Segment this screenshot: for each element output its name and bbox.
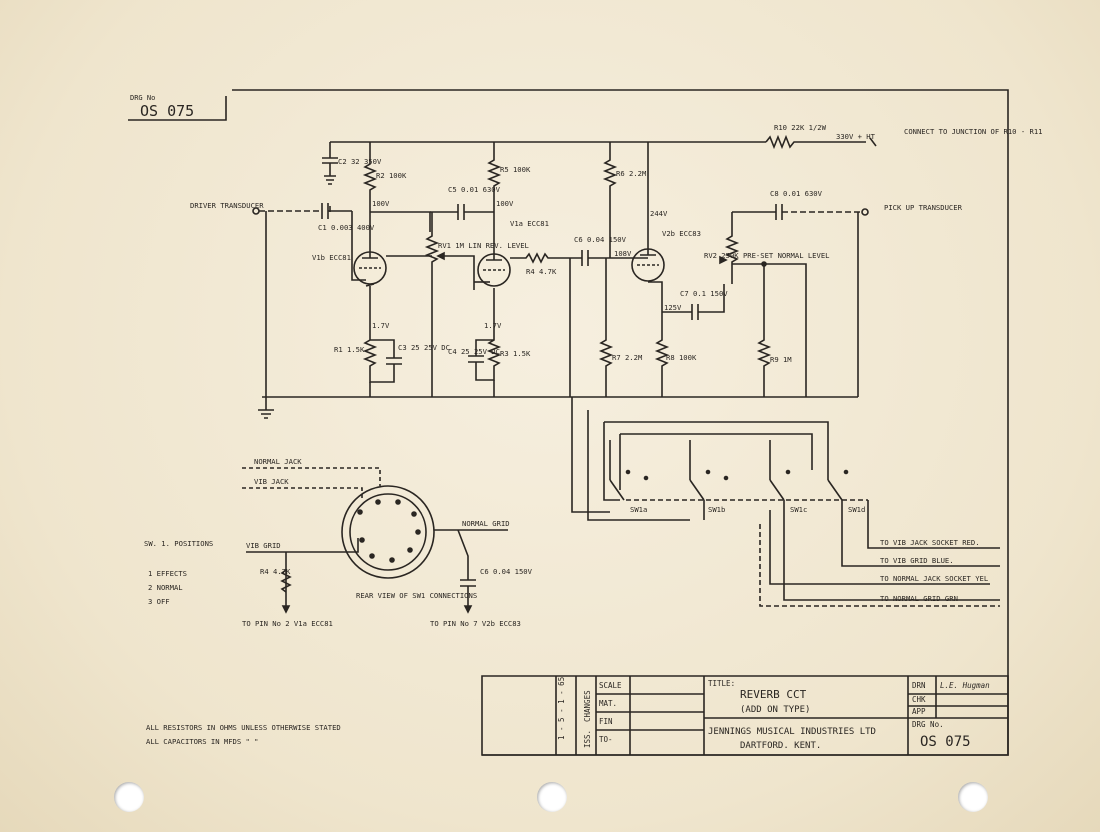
switch-wiring (571, 397, 1000, 607)
sw1c-label: SW1c (790, 505, 807, 514)
output-vib-jack: TO VIB JACK SOCKET RED. (880, 538, 980, 547)
chk-label: CHK (912, 695, 926, 704)
r6-label: R6 2.2M (616, 169, 647, 178)
note-resistors: ALL RESISTORS IN OHMS UNLESS OTHERWISE S… (146, 723, 341, 732)
rear-c6-label: C6 0.04 150V (480, 567, 533, 576)
r6-voltage: 244V (650, 209, 668, 218)
r5-label: R5 100K (500, 165, 531, 174)
sw1d-label: SW1d (848, 505, 865, 514)
vib-jack-label: VIB JACK (254, 477, 289, 486)
to-pin-7-label: TO PIN No 7 V2b ECC83 (430, 619, 521, 628)
v2b-label: V2b ECC83 (662, 229, 701, 238)
sw-position-3: 3 OFF (148, 597, 170, 606)
main-wiring (252, 134, 877, 419)
vib-grid-label: VIB GRID (246, 541, 281, 550)
rear-r4-label: R4 4.7K (260, 567, 291, 576)
v1b-label: V1b ECC81 (312, 253, 351, 262)
rv1-label: RV1 1M LIN REV. LEVEL (438, 241, 529, 250)
c7-label: C7 0.1 150V (680, 289, 728, 298)
r8-label: R8 100K (666, 353, 697, 362)
to-label: TO- (599, 735, 613, 744)
normal-jack-label: NORMAL JACK (254, 457, 302, 466)
c2-label: C2 32 350V (338, 157, 382, 166)
punch-hole-center (537, 782, 567, 812)
drawing-number-box: DRG No OS 075 (128, 94, 227, 121)
output-vib-grid: TO VIB GRID BLUE. (880, 556, 954, 565)
iss-label: ISS. (583, 730, 592, 748)
app-label: APP (912, 707, 926, 716)
c8-label: C8 0.01 630V (770, 189, 823, 198)
sw-position-2: 2 NORMAL (148, 583, 183, 592)
issue-date: 1 - 5 - 1 - 65 (557, 677, 566, 740)
title-block (481, 675, 1009, 756)
normal-grid-label: NORMAL GRID (462, 519, 510, 528)
rv2-label: RV2 250K PRE-SET NORMAL LEVEL (704, 251, 830, 260)
sw-position-1: 1 EFFECTS (148, 569, 187, 578)
pickup-transducer-label: PICK UP TRANSDUCER (884, 203, 963, 212)
scale-label: SCALE (599, 681, 622, 690)
mat-label: MAT. (599, 699, 617, 708)
company-line1: JENNINGS MUSICAL INDUSTRIES LTD (708, 727, 876, 737)
ht-label: 330V + HT (836, 132, 876, 141)
r5-voltage: 100V (496, 199, 514, 208)
sw1a-label: SW1a (630, 505, 647, 514)
drg-no-block-label: DRG No. (912, 720, 944, 729)
r10-label: R10 22K 1/2W (774, 123, 827, 132)
rear-view-caption: REAR VIEW OF SW1 CONNECTIONS (356, 591, 477, 600)
r4-label: R4 4.7K (526, 267, 557, 276)
r9-label: R9 1M (770, 355, 792, 364)
sw1b-label: SW1b (708, 505, 725, 514)
c4-label: C4 25 25V DC (448, 347, 500, 356)
c3-label: C3 25 25V DC (398, 343, 450, 352)
ht-note: CONNECT TO JUNCTION OF R10 - R11 (904, 127, 1042, 136)
output-normal-grid: TO NORMAL GRID GRN (880, 594, 958, 603)
note-capacitors: ALL CAPACITORS IN MFDS " " (146, 737, 259, 746)
r1-label: R1 1.5K (334, 345, 365, 354)
sw-positions-title: SW. 1. POSITIONS (144, 539, 213, 548)
company-line2: DARTFORD. KENT. (740, 741, 821, 751)
r3-label: R3 1.5K (500, 349, 531, 358)
r7-label: R7 2.2M (612, 353, 643, 362)
c5-label: C5 0.01 630V (448, 185, 501, 194)
v2b-voltage: 108V (614, 249, 632, 258)
r8-voltage: 125V (664, 303, 682, 312)
punch-hole-right (958, 782, 988, 812)
r2-label: R2 100K (376, 171, 407, 180)
sw1-rear-view (242, 467, 508, 614)
changes-label: CHANGES (583, 690, 592, 722)
drn-value: L.E. Hugman (940, 681, 990, 690)
title-line2: (ADD ON TYPE) (740, 705, 810, 715)
c6-label: C6 0.04 150V (574, 235, 627, 244)
drg-no-block-value: OS 075 (920, 734, 971, 750)
r3-voltage: 1.7V (484, 321, 502, 330)
title-line1: REVERB CCT (740, 688, 807, 701)
to-pin-2-label: TO PIN No 2 V1a ECC81 (242, 619, 333, 628)
drg-no-label: DRG No (130, 94, 155, 102)
v1a-label: V1a ECC81 (510, 219, 549, 228)
drg-no-value: OS 075 (140, 102, 194, 120)
r2-voltage: 100V (372, 199, 390, 208)
output-normal-jack: TO NORMAL JACK SOCKET YEL (880, 574, 988, 583)
punch-hole-left (114, 782, 144, 812)
r1-voltage: 1.7V (372, 321, 390, 330)
c1-label: C1 0.003 400V (318, 223, 375, 232)
title-label: TITLE: (708, 679, 735, 688)
drn-label: DRN (912, 681, 926, 690)
driver-transducer-label: DRIVER TRANSDUCER (190, 201, 264, 210)
fin-label: FIN (599, 717, 613, 726)
